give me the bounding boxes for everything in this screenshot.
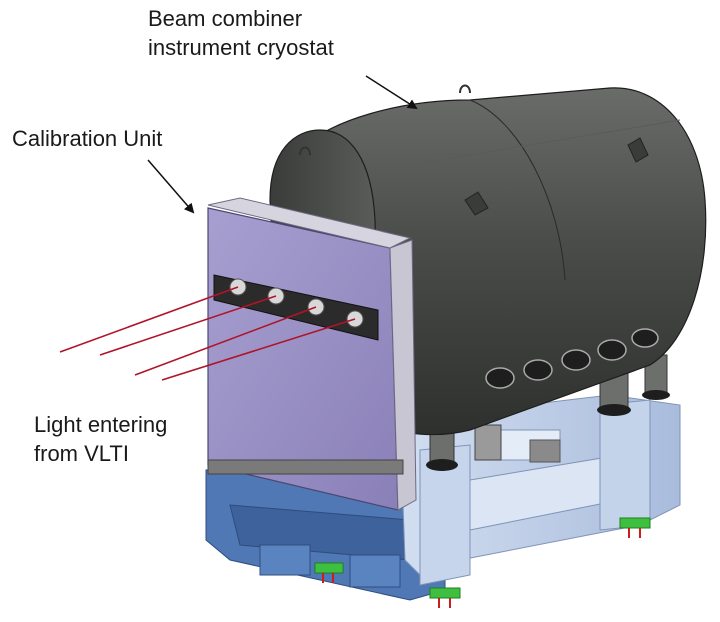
callout-arrows [147, 75, 418, 214]
cryostat-windows [485, 328, 659, 389]
light-beam-3 [134, 306, 317, 376]
calibration-callout-arrow [147, 159, 195, 214]
cryostat-label-line2: instrument cryostat [148, 35, 334, 60]
light-beam-2 [99, 295, 277, 356]
light-beams [59, 286, 356, 381]
mount-feet [314, 517, 651, 608]
light-beam-1 [59, 286, 239, 353]
cryostat-label: Beam combiner instrument cryostat [148, 4, 334, 62]
light-label-line1: Light entering [34, 412, 168, 437]
light-label-line2: from VLTI [34, 441, 129, 466]
instrument-support-frame [399, 394, 681, 586]
calibration-unit-label: Calibration Unit [12, 126, 163, 151]
calibration-unit-panel [207, 197, 417, 511]
cryostat-callout-arrow [365, 75, 418, 110]
light-entering-label: Light entering from VLTI [34, 410, 167, 468]
light-beam-4 [161, 318, 356, 381]
cryostat-label-line1: Beam combiner [148, 6, 303, 31]
